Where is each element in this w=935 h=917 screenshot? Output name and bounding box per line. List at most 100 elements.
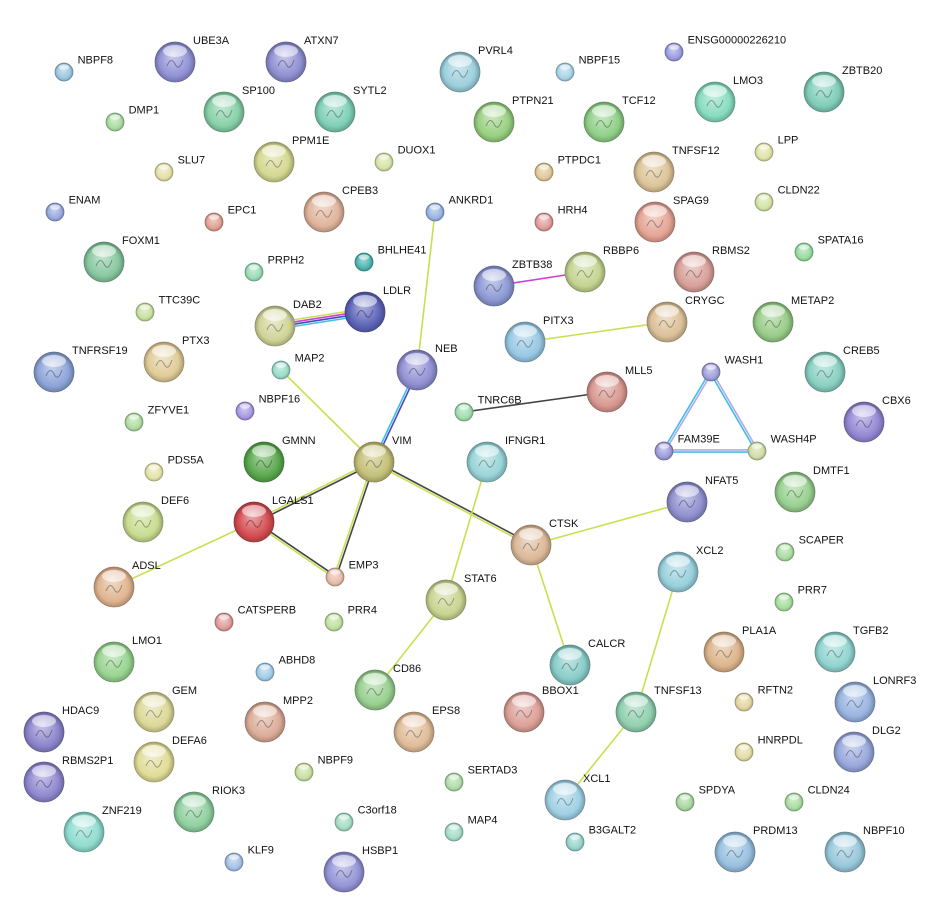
node-klf9[interactable]: KLF9 — [224, 844, 274, 872]
node-b3galt2[interactable]: B3GALT2 — [565, 824, 636, 852]
node-wash1[interactable]: WASH1 — [701, 354, 763, 382]
node-cd86[interactable]: CD86 — [354, 663, 421, 711]
node-bbox1[interactable]: BBOX1 — [503, 685, 579, 733]
node-metap2[interactable]: METAP2 — [752, 295, 834, 343]
node-tnfsf13[interactable]: TNFSF13 — [615, 685, 702, 733]
node-cbx6[interactable]: CBX6 — [843, 395, 911, 443]
node-lgals1[interactable]: LGALS1 — [233, 495, 314, 543]
node-zbtb38[interactable]: ZBTB38 — [473, 259, 552, 307]
node-map4[interactable]: MAP4 — [444, 814, 498, 842]
node-ptx3[interactable]: PTX3 — [143, 335, 210, 383]
node-dmp1[interactable]: DMP1 — [105, 104, 159, 132]
node-epc1[interactable]: EPC1 — [204, 204, 256, 232]
node-duox1[interactable]: DUOX1 — [374, 144, 436, 172]
node-nbpf16[interactable]: NBPF16 — [235, 393, 300, 421]
node-ptpn21[interactable]: PTPN21 — [473, 95, 554, 143]
node-nbpf8[interactable]: NBPF8 — [54, 54, 113, 82]
node-pla1a[interactable]: PLA1A — [703, 625, 777, 673]
node-tnfsf12[interactable]: TNFSF12 — [633, 145, 720, 193]
node-sp100[interactable]: SP100 — [203, 85, 275, 133]
node-hsbp1[interactable]: HSBP1 — [323, 845, 398, 893]
node-catsperb[interactable]: CATSPERB — [214, 604, 296, 632]
edge-lgals1-adsl[interactable] — [113, 521, 255, 588]
edge-wash1-wash4p[interactable] — [709, 371, 759, 452]
node-cpeb3[interactable]: CPEB3 — [303, 185, 378, 233]
node-map2[interactable]: MAP2 — [271, 352, 325, 380]
node-tcf12[interactable]: TCF12 — [583, 95, 656, 143]
node-xcl2[interactable]: XCL2 — [657, 545, 724, 593]
node-emp3[interactable]: EMP3 — [325, 559, 379, 587]
node-nbpf10[interactable]: NBPF10 — [824, 825, 905, 873]
node-spata16[interactable]: SPATA16 — [794, 234, 863, 262]
node-ifngr1[interactable]: IFNGR1 — [466, 435, 545, 483]
edge-ifngr1-stat6[interactable] — [445, 461, 488, 601]
edge-ctsk-calcr[interactable] — [530, 544, 571, 666]
edge-xcl2-tnfsf13[interactable] — [635, 571, 679, 713]
node-dab2[interactable]: DAB2 — [254, 299, 322, 347]
node-zbtb20[interactable]: ZBTB20 — [803, 65, 882, 113]
edge-tnrc6b-mll5[interactable] — [463, 391, 608, 413]
node-ttc39c[interactable]: TTC39C — [135, 294, 200, 322]
node-ppm1e[interactable]: PPM1E — [253, 135, 329, 183]
node-lmo3[interactable]: LMO3 — [694, 75, 763, 123]
edge-wash1-fam39e[interactable] — [662, 371, 713, 452]
node-rbms2[interactable]: RBMS2 — [673, 245, 750, 293]
node-spag9[interactable]: SPAG9 — [634, 195, 709, 243]
node-hdac9[interactable]: HDAC9 — [23, 705, 99, 753]
node-nbpf9[interactable]: NBPF9 — [294, 754, 353, 782]
node-lpp[interactable]: LPP — [754, 134, 798, 162]
node-fam39e[interactable]: FAM39E — [654, 433, 720, 461]
node-vim[interactable]: VIM — [353, 435, 412, 483]
node-znf219[interactable]: ZNF219 — [63, 805, 142, 853]
edge-fam39e-wash4p[interactable] — [664, 449, 757, 453]
node-gem[interactable]: GEM — [133, 685, 197, 733]
node-pitx3[interactable]: PITX3 — [504, 315, 574, 363]
node-cldn24[interactable]: CLDN24 — [784, 784, 850, 812]
node-enam[interactable]: ENAM — [45, 194, 100, 222]
node-abhd8[interactable]: ABHD8 — [255, 654, 315, 682]
node-prr7[interactable]: PRR7 — [774, 584, 827, 612]
edge-ankrd1-neb[interactable] — [416, 211, 436, 371]
node-ankrd1[interactable]: ANKRD1 — [425, 194, 493, 222]
node-pds5a[interactable]: PDS5A — [144, 454, 204, 482]
node-sytl2[interactable]: SYTL2 — [314, 85, 387, 133]
node-nfat5[interactable]: NFAT5 — [666, 475, 738, 523]
edge-vim-lgals1[interactable] — [253, 460, 375, 524]
node-rbms2p1[interactable]: RBMS2P1 — [23, 755, 113, 803]
node-dlg2[interactable]: DLG2 — [833, 725, 901, 773]
node-mll5[interactable]: MLL5 — [586, 365, 653, 413]
node-tnfrsf19[interactable]: TNFRSF19 — [33, 345, 128, 393]
node-ensg00000226210[interactable]: ENSG00000226210 — [664, 34, 786, 62]
node-foxm1[interactable]: FOXM1 — [83, 235, 160, 283]
node-rftn2[interactable]: RFTN2 — [734, 684, 793, 712]
node-pvrl4[interactable]: PVRL4 — [439, 45, 513, 93]
node-dmtf1[interactable]: DMTF1 — [774, 465, 850, 513]
node-slu7[interactable]: SLU7 — [154, 154, 205, 182]
node-adsl[interactable]: ADSL — [93, 560, 161, 608]
node-ldlr[interactable]: LDLR — [344, 285, 411, 333]
node-neb[interactable]: NEB — [396, 343, 458, 391]
node-gmnn[interactable]: GMNN — [243, 435, 316, 483]
node-ctsk[interactable]: CTSK — [510, 518, 579, 566]
node-hrh4[interactable]: HRH4 — [534, 204, 588, 232]
node-crygc[interactable]: CRYGC — [646, 295, 725, 343]
node-tnrc6b[interactable]: TNRC6B — [454, 394, 522, 422]
node-lonrf3[interactable]: LONRF3 — [834, 675, 916, 723]
node-eps8[interactable]: EPS8 — [393, 705, 460, 753]
edge-pitx3-crygc[interactable] — [524, 321, 668, 343]
node-wash4p[interactable]: WASH4P — [747, 433, 817, 461]
node-bhlhe41[interactable]: BHLHE41 — [354, 244, 427, 272]
node-stat6[interactable]: STAT6 — [425, 573, 497, 621]
node-scaper[interactable]: SCAPER — [775, 534, 844, 562]
node-defa6[interactable]: DEFA6 — [133, 735, 207, 783]
node-atxn7[interactable]: ATXN7 — [265, 35, 339, 83]
node-ptpdc1[interactable]: PTPDC1 — [534, 154, 601, 182]
node-mpp2[interactable]: MPP2 — [244, 695, 313, 743]
node-riok3[interactable]: RIOK3 — [173, 785, 245, 833]
node-tgfb2[interactable]: TGFB2 — [814, 625, 888, 673]
node-c3orf18[interactable]: C3orf18 — [334, 804, 397, 832]
node-def6[interactable]: DEF6 — [122, 495, 189, 543]
node-sertad3[interactable]: SERTAD3 — [444, 764, 517, 792]
node-prph2[interactable]: PRPH2 — [244, 254, 304, 282]
node-hnrpdl[interactable]: HNRPDL — [734, 734, 803, 762]
